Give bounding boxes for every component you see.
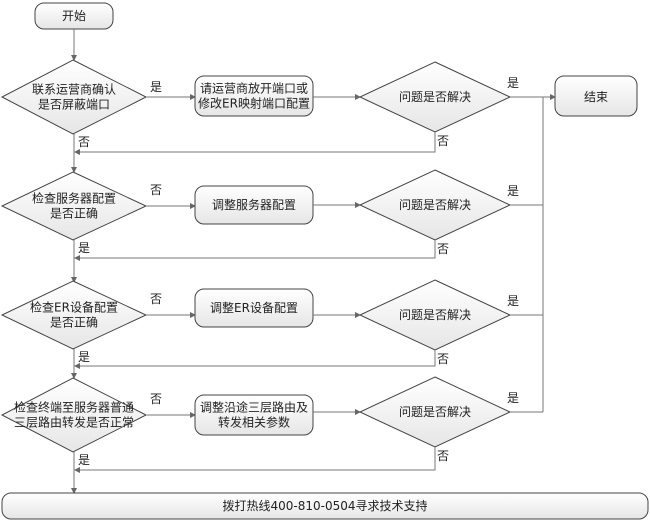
decision-diamond (0, 377, 148, 453)
branch-label: 是 (507, 391, 519, 405)
branch-label: 否 (78, 135, 90, 149)
branch-label: 否 (150, 292, 162, 306)
end-label: 结束 (584, 90, 608, 104)
connector (74, 240, 436, 261)
branch-label: 是 (507, 294, 519, 308)
node-text: 联系运营商确认 (32, 82, 116, 97)
node-text: 修改ER映射端口配置 (198, 96, 310, 111)
step-1: 联系运营商确认是否屏蔽端口是请运营商放开端口或修改ER映射端口配置问题是否解决是… (0, 59, 556, 173)
node-text: 检查ER设备配置 (30, 300, 118, 315)
connector (74, 132, 436, 155)
resolved-decision: 问题是否解决 (358, 169, 512, 241)
resolved-decision: 问题是否解决 (358, 61, 512, 133)
node-text: 是否正确 (50, 207, 98, 221)
branch-label: 否 (150, 183, 162, 197)
node-text: 请运营商放开端口或 (200, 81, 308, 96)
node-text: 检查服务器配置 (32, 191, 116, 206)
resolved-decision: 问题是否解决 (358, 279, 512, 351)
start-node: 开始 (34, 2, 114, 30)
branch-label: 是 (507, 76, 519, 90)
step-4: 检查终端至服务器普通三层路由转发是否正常否调整沿途三层路由及转发相关参数问题是否… (0, 376, 543, 494)
branch-label: 是 (78, 453, 90, 467)
node-text: 转发相关参数 (218, 415, 290, 430)
step-3: 检查ER设备配置是否正确否调整ER设备配置问题是否解决是否是 (0, 279, 543, 379)
branch-label: 是 (150, 80, 162, 94)
decision-diamond (0, 280, 148, 350)
node-text: 三层路由转发是否正常 (14, 415, 134, 430)
branch-label: 否 (437, 449, 449, 463)
branch-label: 否 (437, 134, 449, 148)
branch-label: 是 (78, 350, 90, 364)
branch-label: 是 (78, 241, 90, 255)
node-text: 是否正确 (50, 316, 98, 330)
final-node: 拨打热线400-810-0504寻求技术支持 (1, 492, 649, 520)
node-text: 问题是否解决 (399, 405, 471, 419)
node-text: 检查终端至服务器普通 (14, 400, 134, 415)
node-text: 调整沿途三层路由及 (200, 400, 308, 415)
start-label: 开始 (62, 9, 86, 23)
node-text: 调整ER设备配置 (210, 300, 298, 315)
resolved-decision: 问题是否解决 (358, 376, 512, 448)
connector (74, 350, 436, 369)
node-text: 问题是否解决 (399, 308, 471, 322)
branch-label: 否 (437, 242, 449, 256)
action-box: 调整ER设备配置 (194, 288, 314, 328)
node-text: 问题是否解决 (399, 198, 471, 212)
decision-diamond (0, 59, 148, 135)
node-text: 问题是否解决 (399, 90, 471, 104)
node-text: 调整服务器配置 (212, 197, 296, 212)
branch-label: 否 (150, 392, 162, 406)
connector (74, 447, 436, 473)
decision-diamond (0, 171, 148, 241)
final-label: 拨打热线400-810-0504寻求技术支持 (222, 498, 427, 513)
step-2: 检查服务器配置是否正确否调整服务器配置问题是否解决是否是 (0, 169, 543, 283)
branch-label: 否 (437, 352, 449, 366)
node-text: 是否屏蔽端口 (38, 98, 110, 112)
branch-label: 是 (507, 184, 519, 198)
end-node: 结束 (554, 75, 638, 117)
action-box: 调整服务器配置 (194, 185, 314, 225)
